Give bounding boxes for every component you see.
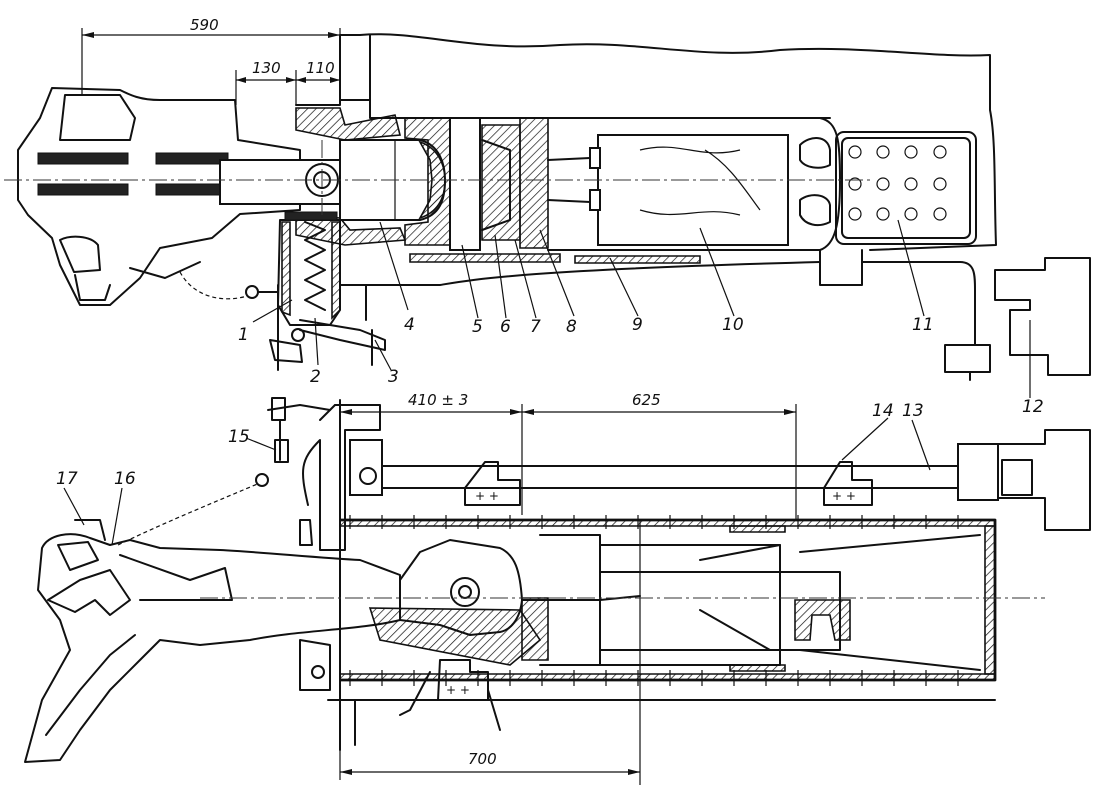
spring (304, 221, 326, 311)
rod-end-right (957, 443, 999, 501)
uncoupling-rod (367, 465, 981, 489)
svg-text:+ +: + + (475, 489, 499, 503)
chain-bottom (117, 481, 263, 546)
coupler-pin-bottom (450, 577, 480, 607)
follower-block (449, 117, 481, 251)
leader-lines-bottom (63, 417, 931, 546)
dim-110: 110 (306, 59, 335, 77)
callout-6: 6 (500, 317, 511, 337)
car-frame-inner (369, 34, 831, 119)
bottom-view: 410 ± 3 625 700 + + + + (24, 391, 1091, 785)
callout-5: 5 (472, 317, 483, 337)
callouts-bottom: 13 14 15 16 17 (56, 401, 924, 489)
dim-700: 700 (468, 750, 497, 768)
car-frame-outline (339, 33, 997, 251)
dim-590: 590 (190, 16, 219, 34)
callout-3: 3 (388, 367, 399, 387)
leader-lines-top (252, 219, 1031, 398)
dim-130: 130 (252, 59, 281, 77)
striker-casting (302, 404, 381, 551)
callout-13: 13 (902, 401, 924, 421)
callout-10: 10 (722, 315, 744, 335)
dim-625: 625 (632, 391, 661, 409)
callouts-top: 1 2 3 4 5 6 7 8 9 10 11 12 (238, 315, 1044, 417)
absorber-box (835, 131, 977, 245)
callout-9: 9 (632, 315, 643, 335)
callout-17: 17 (56, 469, 78, 489)
yoke-upper (295, 107, 402, 141)
callout-1: 1 (238, 325, 249, 345)
callout-8: 8 (566, 317, 577, 337)
rod-bracket-14 (823, 461, 873, 506)
dimension-lines-bottom (339, 404, 797, 785)
coupler-body-side (24, 533, 401, 763)
callout-15: 15 (228, 427, 250, 447)
rivets (349, 515, 959, 686)
callout-16: 16 (114, 469, 136, 489)
callout-14: 14 (872, 401, 894, 421)
callout-11: 11 (912, 315, 934, 335)
top-view: 590 130 110 1 2 3 4 5 6 7 8 9 (4, 16, 1091, 417)
bracket-12-top (994, 257, 1091, 376)
dimension-lines-top (81, 28, 341, 105)
coupler-head (17, 87, 301, 306)
dim-410: 410 ± 3 (408, 391, 468, 409)
svg-text:+ +: + + (446, 683, 470, 697)
striker-plate (409, 253, 561, 263)
absorber-holes (848, 145, 947, 221)
callout-2: 2 (310, 367, 321, 387)
callout-7: 7 (530, 317, 541, 337)
svg-text:+ +: + + (832, 489, 856, 503)
callout-4: 4 (404, 315, 415, 335)
callout-12: 12 (1022, 397, 1044, 417)
